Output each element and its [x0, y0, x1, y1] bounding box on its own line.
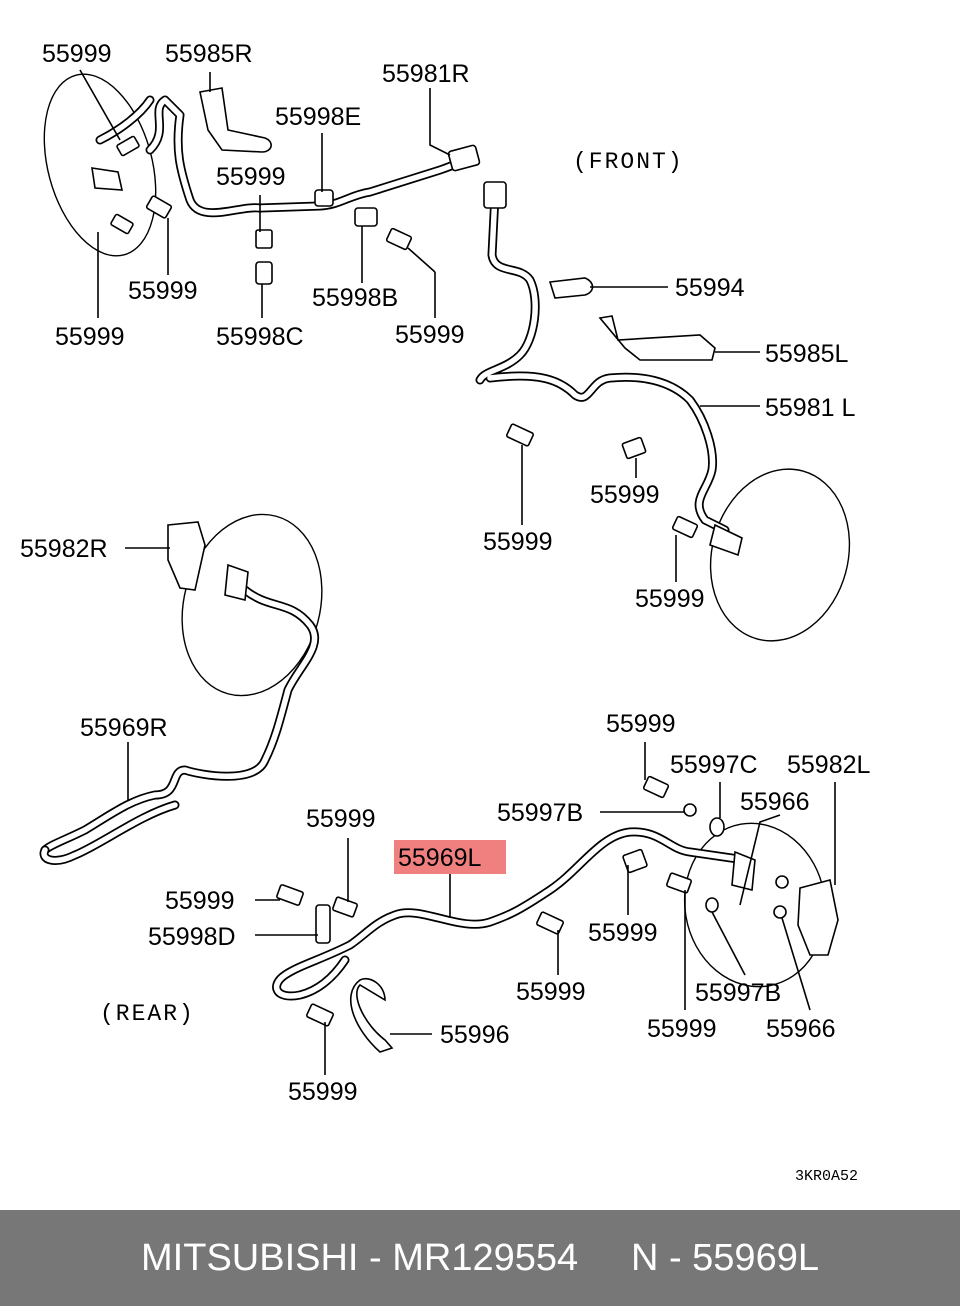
leader-lines — [79, 69, 836, 1075]
label-55999: 55999 — [128, 277, 198, 305]
connector-55981R — [447, 144, 481, 172]
bracket-55982L — [797, 879, 839, 956]
label-55996: 55996 — [440, 1021, 510, 1049]
label-55999: 55999 — [216, 163, 286, 191]
label-55999: 55999 — [590, 481, 660, 509]
label-55985L: 55985L — [765, 340, 849, 368]
label-55981R: 55981R — [382, 60, 470, 88]
label-55997C: 55997C — [670, 751, 758, 779]
label-55982R: 55982R — [20, 535, 108, 563]
nut-55966-top — [775, 875, 789, 889]
label-55997B: 55997B — [497, 799, 583, 827]
label-55998B: 55998B — [312, 284, 398, 312]
label-55999: 55999 — [55, 323, 125, 351]
label-55999: 55999 — [306, 805, 376, 833]
bracket-55985L — [598, 315, 716, 361]
front-left-hub-outline — [709, 468, 851, 642]
label-55966: 55966 — [740, 788, 810, 816]
label-55999: 55999 — [647, 1015, 717, 1043]
sensor-rear-left — [731, 850, 756, 892]
grommet-55997C — [709, 817, 725, 837]
label-55998D: 55998D — [148, 923, 236, 951]
label-55999: 55999 — [588, 919, 658, 947]
footer-part-info: MITSUBISHI - MR129554 N - 55969L — [141, 1236, 819, 1279]
clip-55998D — [315, 904, 331, 944]
label-55999: 55999 — [42, 40, 112, 68]
part-labels: 55999 55985R 55981R 55998E (FRONT) 55999… — [20, 40, 871, 1185]
bracket-55985R — [199, 87, 272, 153]
parts-diagram: 55999 55985R 55981R 55998E (FRONT) 55999… — [20, 40, 871, 1185]
bracket-55982R — [167, 521, 206, 591]
label-55999: 55999 — [165, 887, 235, 915]
label-55982L: 55982L — [787, 751, 871, 779]
diagram-code: 3KR0A52 — [795, 1168, 858, 1185]
label-55999: 55999 — [606, 710, 676, 738]
label-55999: 55999 — [288, 1078, 358, 1106]
grommet-55997B-top — [683, 803, 697, 817]
label-55985R: 55985R — [165, 40, 253, 68]
sensor-front-right — [91, 167, 124, 191]
clip-55998C — [255, 261, 273, 285]
label-55969R: 55969R — [80, 714, 168, 742]
label-55999: 55999 — [483, 528, 553, 556]
label-55966: 55966 — [766, 1015, 836, 1043]
clip-55998E — [314, 189, 334, 207]
grommet-55997B-bottom — [705, 897, 719, 913]
label-55998E: 55998E — [275, 103, 361, 131]
label-55997B: 55997B — [695, 979, 781, 1007]
front-note: (FRONT) — [573, 149, 684, 175]
label-55969L: 55969L — [398, 844, 482, 872]
label-55999: 55999 — [516, 978, 586, 1006]
label-55994: 55994 — [675, 274, 745, 302]
front-right-hub-outline — [43, 73, 157, 257]
label-55999: 55999 — [635, 585, 705, 613]
label-55999: 55999 — [395, 321, 465, 349]
rear-note: (REAR) — [100, 1001, 195, 1027]
bolts — [110, 135, 699, 1027]
band-55996 — [349, 978, 394, 1053]
highlight-55969L — [394, 840, 506, 874]
nut-55966-bottom — [773, 905, 787, 919]
label-55981L: 55981 L — [765, 394, 855, 422]
clip-55998B — [354, 207, 378, 227]
label-55998C: 55998C — [216, 323, 304, 351]
connector-55981L — [483, 181, 507, 209]
sensor-rear-right — [224, 563, 249, 601]
harness-55981L — [475, 190, 730, 535]
footer-bar: MITSUBISHI - MR129554 N - 55969L — [0, 1210, 960, 1306]
sensor-front-left — [709, 523, 743, 557]
clip-55994 — [548, 277, 594, 299]
